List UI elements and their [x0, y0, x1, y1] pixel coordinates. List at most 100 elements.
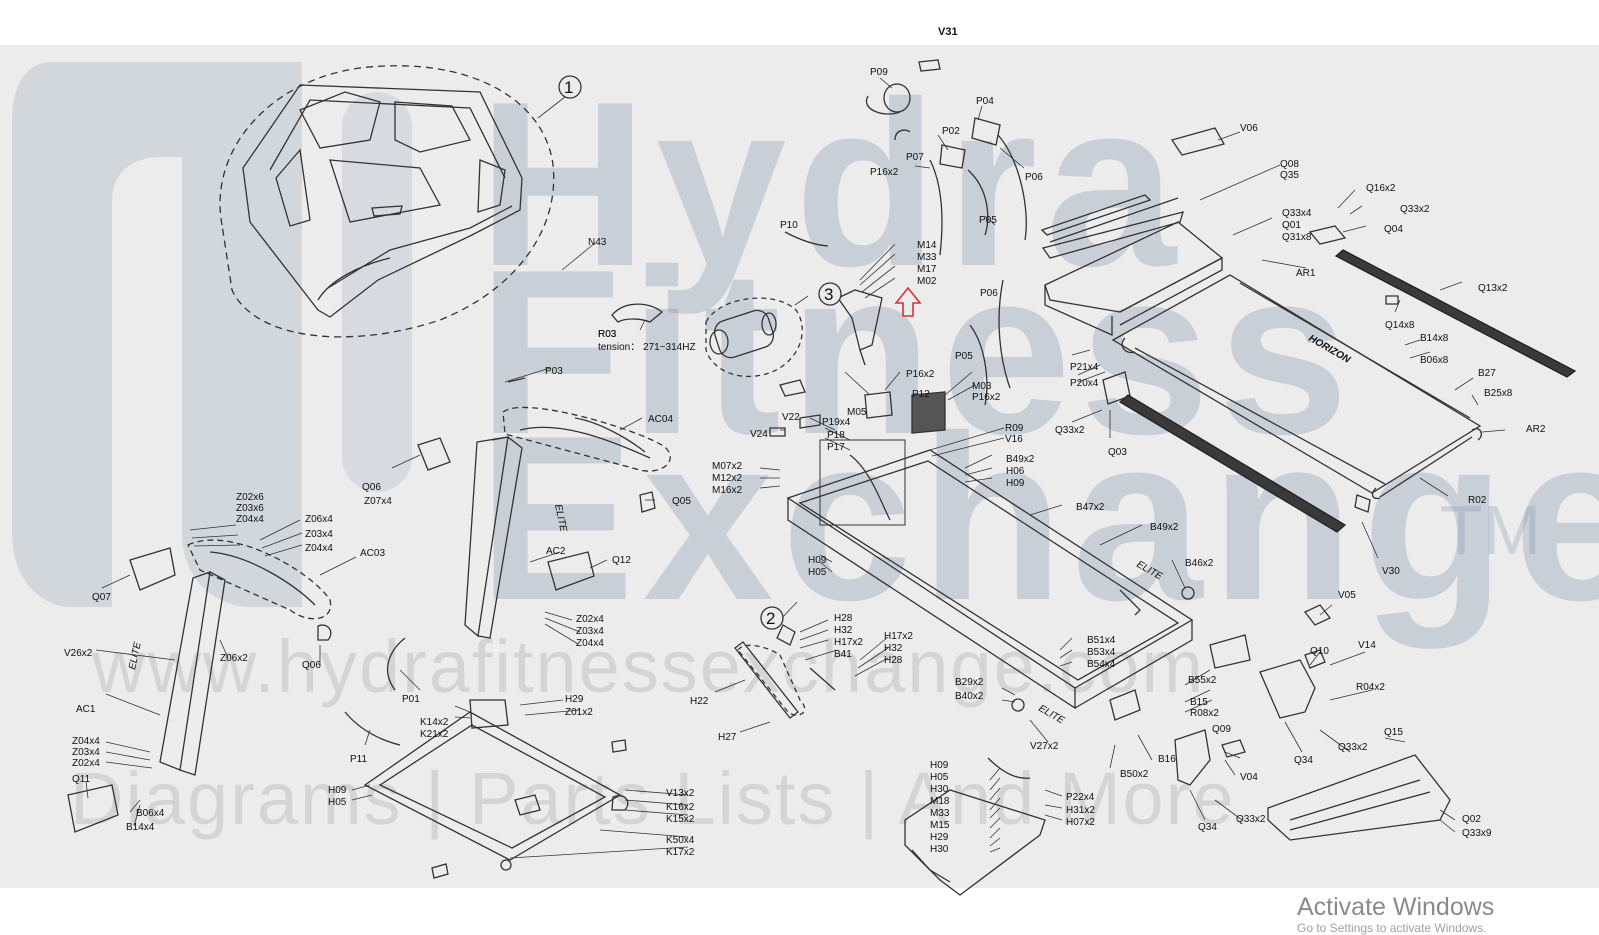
- part-label: P05: [955, 351, 973, 362]
- part-label: Q33x2: [1400, 204, 1430, 215]
- part-label: H09: [808, 555, 827, 566]
- part-label: P16x2: [972, 392, 1001, 403]
- part-label: B55x2: [1188, 675, 1217, 686]
- part-label: Q33x2: [1055, 425, 1085, 436]
- part-label: H06: [1006, 466, 1025, 477]
- part-label: P02: [942, 126, 960, 137]
- part-label: Q31x8: [1282, 232, 1312, 243]
- side-rail-left: [1118, 394, 1347, 533]
- part-label: P03: [545, 366, 563, 377]
- part-label: H22: [690, 696, 709, 707]
- part-label: Z02x6: [236, 492, 264, 503]
- part-label: B06x4: [136, 808, 165, 819]
- part-label: M07x2: [712, 461, 742, 472]
- callout-circle-2: [760, 606, 784, 630]
- part-label: B16: [1158, 754, 1176, 765]
- part-label: Q10: [1310, 646, 1329, 657]
- part-label: Q13x2: [1478, 283, 1508, 294]
- part-label: K14x2: [420, 717, 449, 728]
- part-label: R08x2: [1190, 708, 1219, 719]
- part-label: Q06: [362, 482, 381, 493]
- part-label: H29: [930, 832, 949, 843]
- part-label: Q07: [92, 592, 111, 603]
- part-label: H05: [930, 772, 949, 783]
- part-label: H17x2: [834, 637, 863, 648]
- part-label: Q02: [1462, 814, 1481, 825]
- part-label: V27x2: [1030, 741, 1059, 752]
- part-label: AR2: [1526, 424, 1546, 435]
- callout-number-2: 2: [766, 609, 775, 628]
- part-label: Q06: [302, 660, 321, 671]
- part-label: H09: [328, 785, 347, 796]
- part-label: V06: [1240, 123, 1258, 134]
- part-label: Q15: [1384, 727, 1403, 738]
- part-label: Z03x4: [72, 747, 100, 758]
- watermark-tagline: Diagrams | Parts Lists | And More: [70, 757, 1236, 840]
- part-label: Q33x2: [1236, 814, 1266, 825]
- part-label: H09: [1006, 478, 1025, 489]
- part-label: P11: [350, 754, 367, 765]
- part-label: R09: [1005, 423, 1024, 434]
- part-label: H27: [718, 732, 737, 743]
- part-label: V26x2: [64, 648, 93, 659]
- part-label: B53x4: [1087, 647, 1116, 658]
- part-label: V24: [750, 429, 768, 440]
- motor-assembly: [611, 297, 803, 377]
- part-label: B06x8: [1420, 355, 1449, 366]
- wiring-harness: [784, 59, 1027, 406]
- part-label: AC2: [546, 546, 566, 557]
- part-label: B50x2: [1120, 769, 1149, 780]
- incline-assembly: [734, 624, 1046, 896]
- part-label: V04: [1240, 772, 1258, 783]
- part-label: B54x4: [1087, 659, 1116, 670]
- console-assembly: [219, 65, 555, 338]
- part-label: K21x2: [420, 729, 449, 740]
- part-label: B29x2: [955, 677, 984, 688]
- part-label: B47x2: [1076, 502, 1105, 513]
- part-label: M33: [917, 252, 937, 263]
- part-label: V05: [1338, 590, 1356, 601]
- upright-right-column: [417, 377, 671, 639]
- part-label: Z06x2: [220, 653, 248, 664]
- part-label: R02: [1468, 495, 1487, 506]
- diagram-background: [0, 45, 1599, 888]
- frame-label-elite-3: ELITE: [1135, 559, 1165, 583]
- part-label: Q14x8: [1385, 320, 1415, 331]
- watermark-line3: Exchange: [478, 386, 1599, 649]
- part-label: Q16x2: [1366, 183, 1396, 194]
- part-label: H30: [930, 844, 949, 855]
- part-label: H05: [808, 567, 827, 578]
- part-label: M03: [972, 381, 992, 392]
- part-label: P18: [827, 430, 845, 441]
- part-label: B41: [834, 649, 852, 660]
- callout-circle-3: [818, 282, 842, 306]
- part-label: B25x8: [1484, 388, 1513, 399]
- side-rail-right: [1334, 249, 1577, 378]
- part-label: Z03x4: [576, 626, 604, 637]
- part-label: Q34: [1294, 755, 1313, 766]
- part-label: B51x4: [1087, 635, 1116, 646]
- part-label: P17: [827, 442, 845, 453]
- part-label: V13x2: [666, 788, 695, 799]
- part-label: Z04x4: [236, 514, 264, 525]
- part-label: R03: [598, 329, 617, 340]
- part-label: P16x2: [870, 167, 899, 178]
- right-side-parts: [1174, 604, 1451, 841]
- frame-label-elite-4: ELITE: [1037, 703, 1067, 727]
- frame-label-elite-1: ELITE: [552, 503, 569, 533]
- deck-assembly: [1040, 127, 1482, 513]
- part-label: H05: [328, 797, 347, 808]
- part-label: P21x4: [1070, 362, 1099, 373]
- part-label: Z07x4: [364, 496, 392, 507]
- part-label: M33: [930, 808, 950, 819]
- callout-circle-1: [558, 75, 582, 99]
- part-labels: P09 P04 P02 P07 P16x2 P06 P05 P10 M14 M3…: [64, 67, 1546, 858]
- part-label: H29: [565, 694, 584, 705]
- part-label: Q34: [1198, 822, 1217, 833]
- part-label: P06: [980, 288, 998, 299]
- callout-markers: 1 2 3: [558, 75, 842, 630]
- part-label: H09: [930, 760, 949, 771]
- part-label: Z02x4: [72, 758, 100, 769]
- part-label: B15: [1190, 697, 1208, 708]
- part-label: P19x4: [822, 417, 851, 428]
